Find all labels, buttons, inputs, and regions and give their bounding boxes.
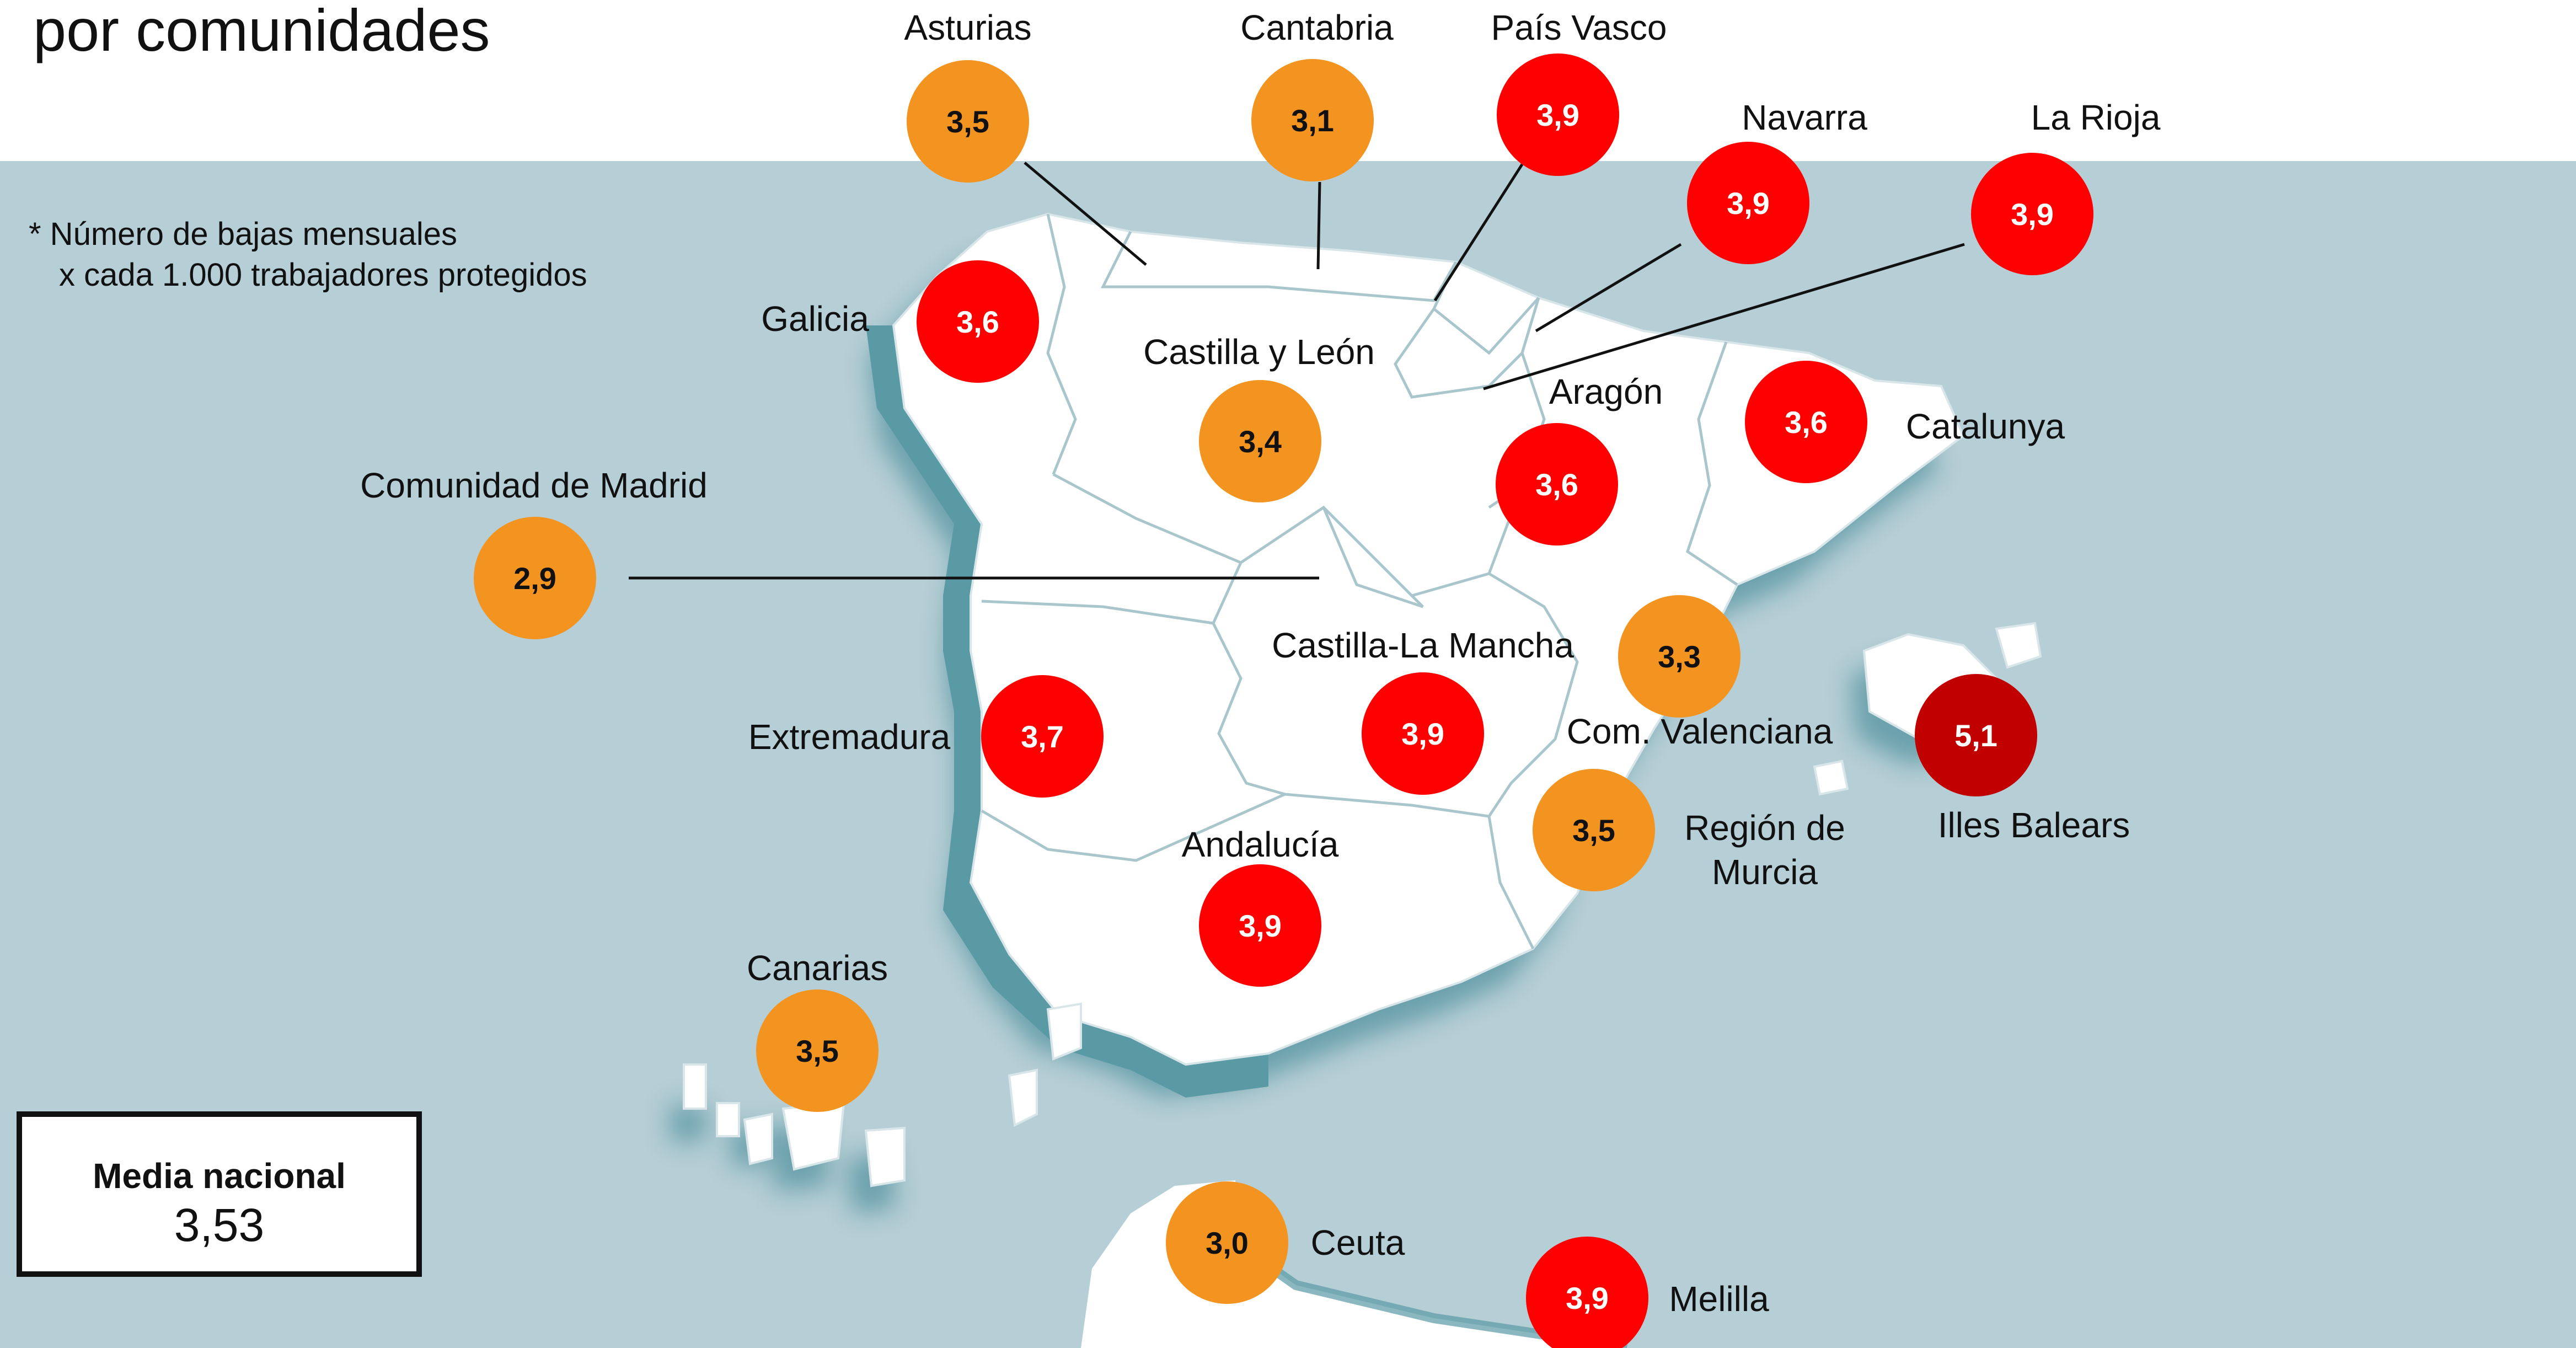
leader-pais-vasco xyxy=(1433,163,1524,302)
marker-value: 3,9 xyxy=(1566,1281,1609,1315)
label-region-murcia-2: Murcia xyxy=(1712,852,1818,892)
marker-melilla[interactable]: 3,9 xyxy=(1526,1237,1648,1348)
marker-circle xyxy=(1618,595,1740,718)
marker-catalunya[interactable]: 3,6 xyxy=(1745,361,1867,483)
marker-value: 3,9 xyxy=(1401,716,1444,751)
label-ceuta: Ceuta xyxy=(1311,1223,1405,1263)
marker-canarias[interactable]: 3,5 xyxy=(756,989,879,1112)
marker-circle xyxy=(917,260,1039,383)
label-extremadura: Extremadura xyxy=(748,717,951,757)
leader-lines xyxy=(629,162,1965,580)
marker-value: 3,9 xyxy=(1536,98,1579,132)
marker-value: 3,4 xyxy=(1239,424,1282,459)
national-average-box: Media nacional 3,53 xyxy=(17,1111,422,1277)
label-cantabria: Cantabria xyxy=(1240,8,1394,47)
leader-la-rioja xyxy=(1483,243,1965,391)
marker-value: 3,3 xyxy=(1658,639,1701,674)
marker-value: 3,9 xyxy=(2011,197,2054,232)
region-labels: Asturias Cantabria País Vasco Navarra La… xyxy=(360,8,2161,1319)
marker-circle xyxy=(1362,672,1484,795)
leader-cantabria xyxy=(1316,181,1321,270)
marker-illes-balears[interactable]: 5,1 xyxy=(1915,674,2037,796)
marker-circle xyxy=(1971,153,2093,275)
land-extrusion xyxy=(866,325,1268,1098)
marker-circle xyxy=(907,60,1029,183)
label-melilla: Melilla xyxy=(1669,1279,1769,1319)
marker-circle xyxy=(474,517,596,639)
marker-circle xyxy=(756,989,879,1112)
marker-value: 3,5 xyxy=(796,1034,839,1068)
marker-circle xyxy=(1199,864,1321,987)
marker-value: 3,9 xyxy=(1239,908,1282,943)
marker-circle xyxy=(1166,1181,1288,1304)
canary-islands xyxy=(683,1002,1082,1187)
label-illes-balears: Illes Balears xyxy=(1938,805,2130,845)
label-com-valenciana: Com. Valenciana xyxy=(1567,712,1833,751)
marker-value: 3,0 xyxy=(1206,1226,1249,1260)
footnote: * Número de bajas mensuales x cada 1.000… xyxy=(29,214,587,296)
marker-galicia[interactable]: 3,6 xyxy=(917,260,1039,383)
marker-circle xyxy=(1251,59,1374,181)
marker-value: 2,9 xyxy=(513,561,556,596)
marker-circle xyxy=(981,675,1104,798)
marker-value: 3,5 xyxy=(1572,813,1615,848)
marker-value: 3,6 xyxy=(1785,405,1828,440)
marker-value: 5,1 xyxy=(1954,718,1997,753)
label-pais-vasco: País Vasco xyxy=(1491,8,1667,47)
marker-extremadura[interactable]: 3,7 xyxy=(981,675,1104,798)
marker-circle xyxy=(1496,423,1618,545)
label-catalunya: Catalunya xyxy=(1906,406,2065,446)
marker-la-rioja[interactable]: 3,9 xyxy=(1971,153,2093,275)
label-canarias: Canarias xyxy=(747,948,888,988)
label-madrid: Comunidad de Madrid xyxy=(360,466,708,505)
label-castilla-la-mancha: Castilla-La Mancha xyxy=(1272,625,1574,665)
marker-andalucia[interactable]: 3,9 xyxy=(1199,864,1321,987)
label-castilla-y-leon: Castilla y León xyxy=(1143,332,1375,372)
marker-madrid[interactable]: 2,9 xyxy=(474,517,596,639)
marker-value: 3,1 xyxy=(1291,103,1334,138)
marker-circle xyxy=(1199,380,1321,502)
marker-region-murcia[interactable]: 3,5 xyxy=(1533,769,1655,891)
national-average-value: 3,53 xyxy=(174,1199,265,1251)
marker-ceuta[interactable]: 3,0 xyxy=(1166,1181,1288,1304)
marker-pais-vasco[interactable]: 3,9 xyxy=(1497,54,1619,176)
label-region-murcia-1: Región de xyxy=(1684,808,1845,848)
marker-value: 3,9 xyxy=(1727,186,1770,221)
marker-castilla-la-mancha[interactable]: 3,9 xyxy=(1362,672,1484,795)
label-galicia: Galicia xyxy=(761,299,869,339)
label-asturias: Asturias xyxy=(904,8,1031,47)
label-la-rioja: La Rioja xyxy=(2031,98,2161,137)
label-andalucia: Andalucía xyxy=(1182,825,1339,864)
spain-mainland xyxy=(892,212,1965,1066)
value-markers: 3,5 3,1 3,9 3,9 3,9 3,6 3,4 3,6 xyxy=(474,54,2093,1348)
marker-circle xyxy=(1497,54,1619,176)
marker-circle xyxy=(1533,769,1655,891)
marker-cantabria[interactable]: 3,1 xyxy=(1251,59,1374,181)
leader-asturias xyxy=(1024,162,1147,266)
marker-asturias[interactable]: 3,5 xyxy=(907,60,1029,183)
page-title: por comunidades xyxy=(33,0,490,63)
footnote-line-2: x cada 1.000 trabajadores protegidos xyxy=(59,257,587,293)
marker-value: 3,5 xyxy=(946,104,989,139)
marker-navarra[interactable]: 3,9 xyxy=(1687,142,1809,264)
marker-value: 3,6 xyxy=(1535,467,1578,502)
marker-value: 3,7 xyxy=(1021,719,1064,754)
national-average-label: Media nacional xyxy=(93,1156,346,1196)
marker-com-valenciana[interactable]: 3,3 xyxy=(1618,595,1740,718)
footnote-line-1: * Número de bajas mensuales xyxy=(29,216,457,252)
marker-value: 3,6 xyxy=(956,304,999,339)
marker-circle xyxy=(1745,361,1867,483)
marker-circle xyxy=(1687,142,1809,264)
label-navarra: Navarra xyxy=(1742,98,1867,137)
marker-circle xyxy=(1526,1237,1648,1348)
marker-aragon[interactable]: 3,6 xyxy=(1496,423,1618,545)
label-aragon: Aragón xyxy=(1549,372,1663,411)
leader-navarra xyxy=(1535,243,1682,333)
marker-circle xyxy=(1915,674,2037,796)
marker-castilla-y-leon[interactable]: 3,4 xyxy=(1199,380,1321,502)
